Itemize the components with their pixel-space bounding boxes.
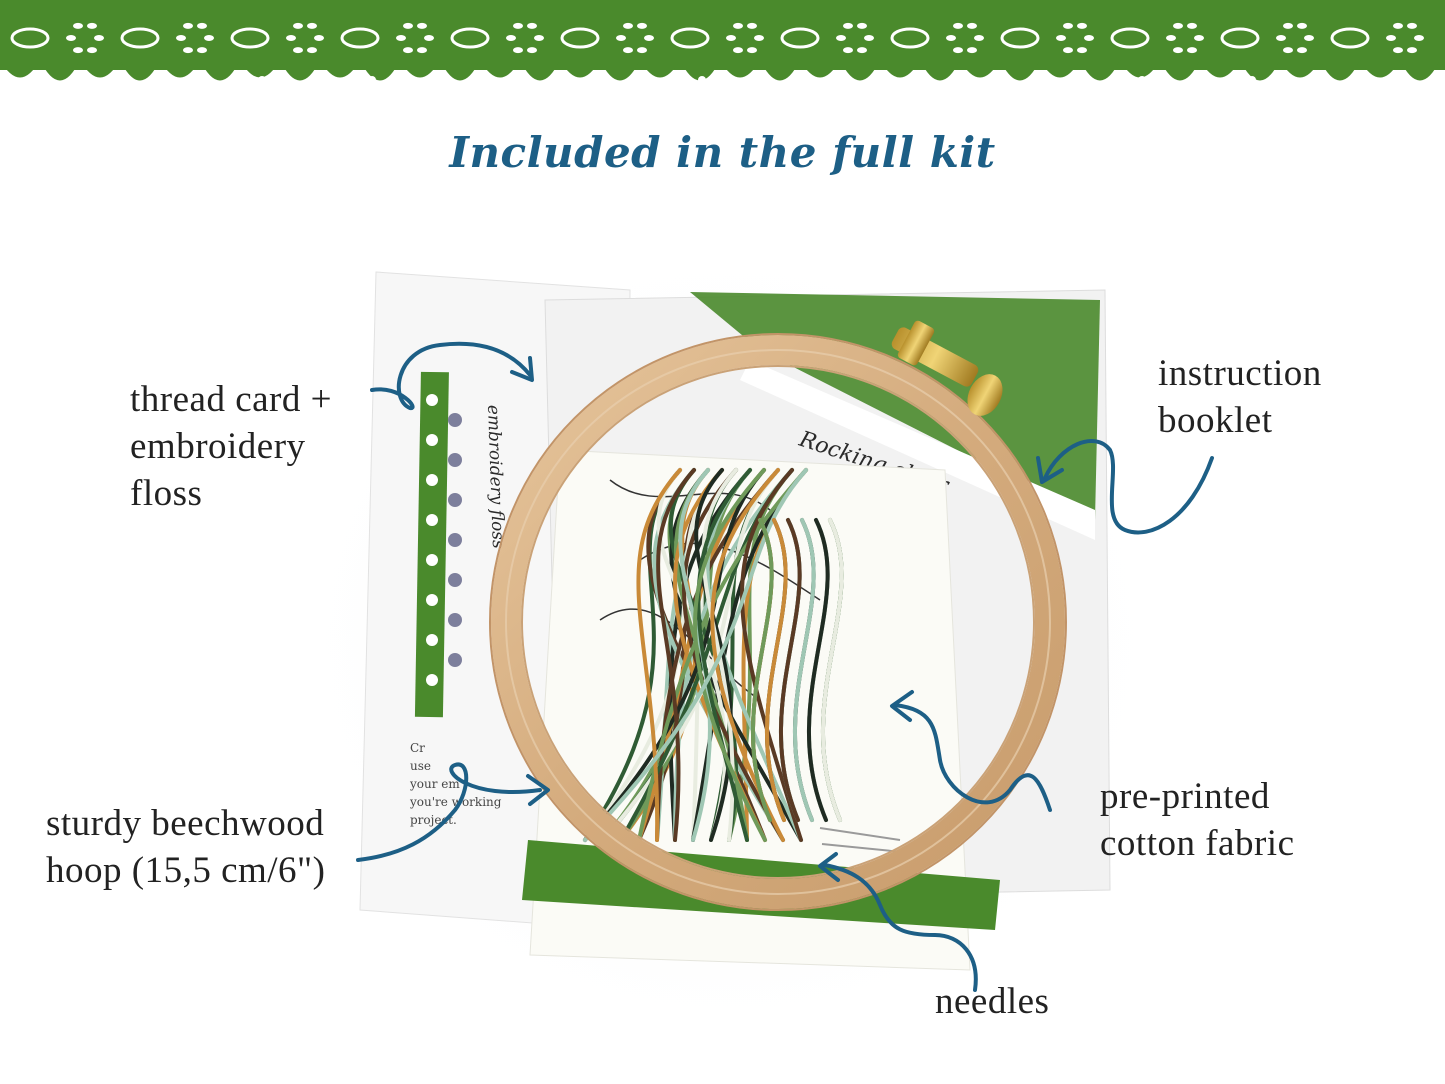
card-footer-line: your em <box>409 777 460 791</box>
curved-arrow-icon <box>818 852 978 992</box>
label-line: needles <box>935 981 1050 1022</box>
thread-strand <box>778 518 802 822</box>
label-line: booklet <box>1158 400 1273 441</box>
curved-arrow-icon <box>890 690 1052 812</box>
brass-screw-icon <box>891 320 1003 416</box>
instruction-booklet-label: instruction booklet <box>1158 350 1322 444</box>
card-footer-line: you're working <box>409 795 502 809</box>
label-line: floss <box>130 473 203 514</box>
thread-strand <box>740 468 803 842</box>
thread-strand <box>806 518 830 822</box>
lace-border-icon <box>0 0 1445 84</box>
thread-strand <box>583 468 808 842</box>
needles-icon <box>819 827 903 853</box>
thread-strand <box>681 468 785 842</box>
thread-strand <box>656 468 696 842</box>
thread-strand <box>820 518 844 822</box>
thread-strand <box>750 518 774 822</box>
label-line: thread card + <box>130 379 332 420</box>
embroidery-floss-bundle <box>583 468 844 842</box>
thread-strand <box>764 518 788 822</box>
thread-strand <box>636 468 682 842</box>
label-line: cotton fabric <box>1100 823 1295 864</box>
label-line: hoop (15,5 cm/6") <box>46 850 326 891</box>
beechwood-hoop <box>489 333 1067 911</box>
curved-arrow-icon <box>370 341 534 410</box>
thread-strand <box>792 518 816 822</box>
label-line: instruction <box>1158 353 1322 394</box>
thread-strand <box>656 468 728 842</box>
thread-strand <box>678 468 712 842</box>
needles-label: needles <box>935 978 1049 1025</box>
card-footer-line: use <box>410 759 431 773</box>
curved-arrow-icon <box>1036 439 1214 535</box>
label-line: sturdy beechwood <box>46 803 325 844</box>
curved-arrow-icon <box>356 762 550 862</box>
thread-card-label: thread card + embroidery floss <box>130 376 332 517</box>
hoop-label: sturdy beechwood hoop (15,5 cm/6") <box>46 800 325 894</box>
page-title: Included in the full kit <box>449 128 996 177</box>
label-line: embroidery <box>130 426 306 467</box>
thread-strand <box>693 468 767 842</box>
card-footer-line: Cr <box>410 741 425 755</box>
fabric-label: pre-printed cotton fabric <box>1100 773 1295 867</box>
thread-strand <box>710 468 785 842</box>
label-line: pre-printed <box>1100 776 1270 817</box>
